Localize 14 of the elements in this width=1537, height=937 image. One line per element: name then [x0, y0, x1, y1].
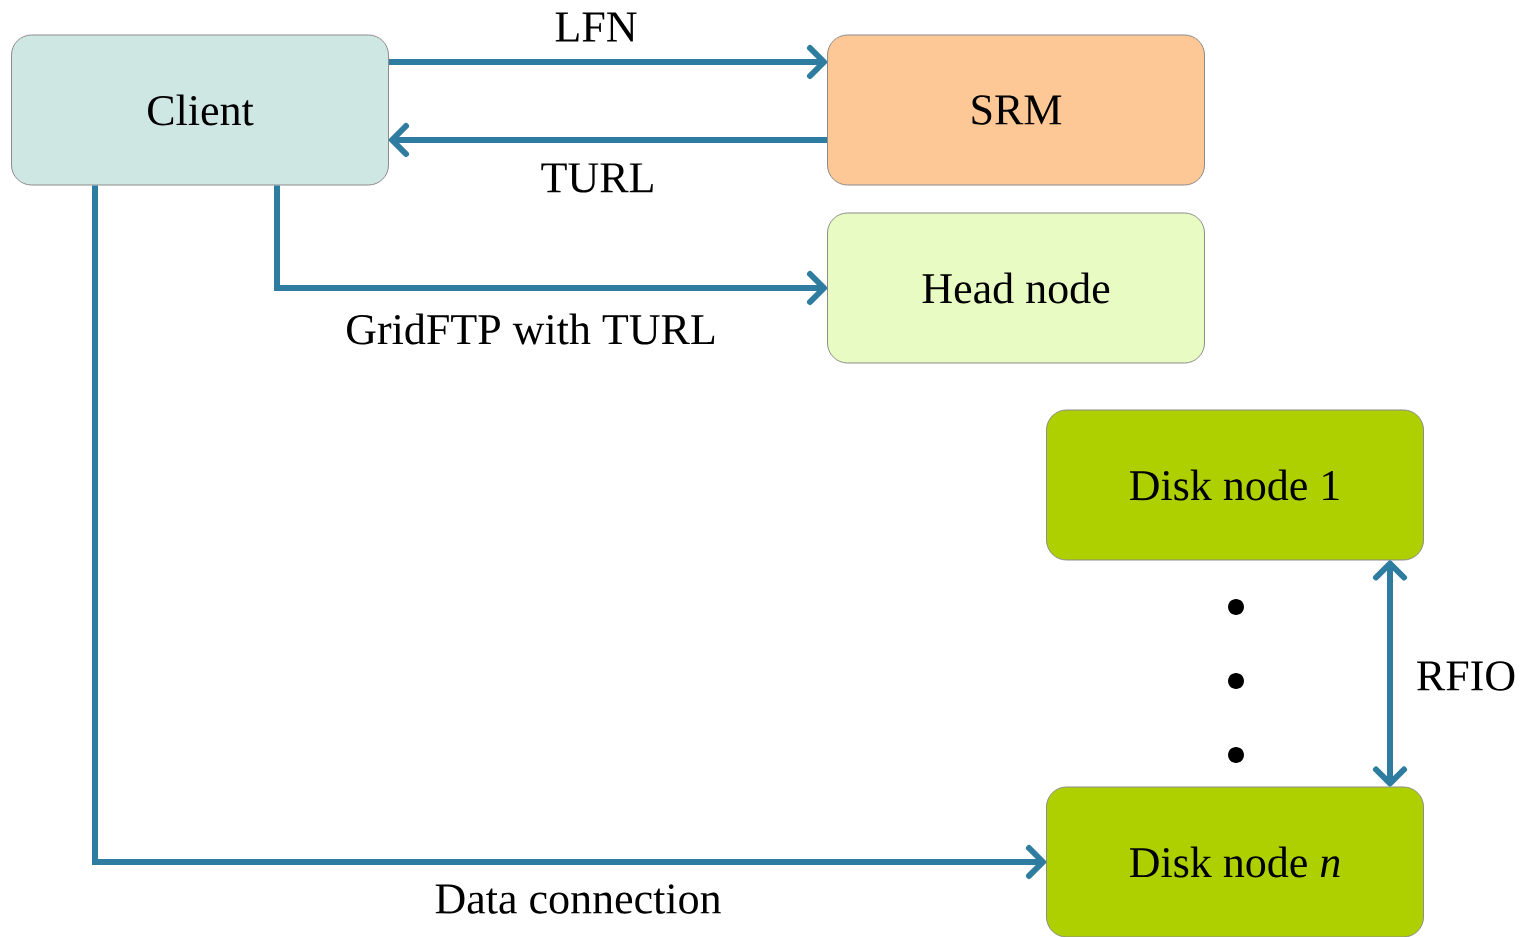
arrow: [274, 185, 827, 305]
process-box: Disk node n: [1046, 786, 1424, 937]
edge-label: TURL: [539, 162, 657, 194]
arrow: [92, 185, 1046, 879]
edge-label: Data connection: [433, 883, 723, 915]
process-box: Head node: [827, 212, 1205, 364]
edge-label: GridFTP with TURL: [344, 312, 718, 346]
process-box: SRM: [827, 34, 1205, 186]
edge-label: LFN: [553, 11, 639, 43]
process-box: Disk node 1: [1046, 409, 1424, 561]
arrow: [389, 45, 827, 79]
edge-label: RFIO: [1414, 660, 1518, 692]
arrow: [1373, 560, 1407, 787]
process-box: Client: [11, 34, 389, 186]
